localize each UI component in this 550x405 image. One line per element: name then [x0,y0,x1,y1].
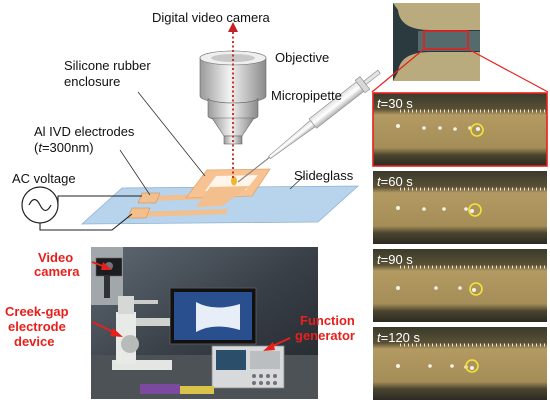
generator-label-2: generator [295,328,355,343]
electrode-pad-lower [127,207,151,219]
frame-120s: t=120 s [373,327,547,400]
zoom-line-left [371,48,425,93]
frame-label-30s: t=30 s [377,96,413,111]
enclosure-label-line1: Silicone rubber [64,58,151,73]
device-label-1: Creek-gap [5,304,69,319]
arrow-generator-head [263,342,275,351]
overview-micrograph [393,3,480,81]
frame-90s: t=90 s [373,249,547,322]
monitor-image [196,302,240,332]
camera-label: Digital video camera [152,10,271,25]
droplet [231,176,237,186]
function-generator [211,345,285,389]
optical-path-arrowhead [228,22,238,32]
ac-voltage-label: AC voltage [12,171,76,186]
micropipette [237,69,381,183]
wire-lower [39,213,133,231]
lab-photo: Video camera Creek-gap electrode device … [5,247,355,399]
micrographs: t=30 s t=60 s t=90 s [371,3,549,400]
frame-label-90s: t=90 s [377,252,413,267]
electrode-lead-lower [136,209,228,217]
yellow-circle-60s [468,203,482,217]
device-label-2: electrode [8,319,66,334]
slideglass-label: Slideglass [294,168,354,183]
arrow-device-head [110,328,123,337]
frame-label-120s: t=120 s [377,330,421,345]
micropipette-label: Micropipette [271,88,342,103]
overview-roi [423,30,469,50]
sine-wave-icon [28,198,52,212]
slide-leader [289,175,305,190]
yellow-circle-90s [469,282,483,296]
zoom-line-right [467,48,549,93]
enclosure-leader [137,91,206,177]
microscope [95,257,172,370]
device-label-3: device [14,334,54,349]
electrode-gap-strip [196,186,250,207]
yellow-circle-120s [465,359,479,373]
yellow-circle-30s [470,123,484,137]
enclosure-label-line2: enclosure [64,74,120,89]
objective-label: Objective [275,50,329,65]
setup-schematic: Digital video camera Objective Silicone … [12,10,381,231]
arrow-video-camera-head [101,262,112,270]
pipette-rack [140,384,180,394]
yellow-tray [180,386,214,394]
frame-30s: t=30 s [372,92,548,167]
frame-60s: t=60 s [373,171,547,244]
video-camera-label-1: Video [38,250,73,265]
thickness-label: (t=300nm) [34,140,94,155]
frame-label-60s: t=60 s [377,174,413,189]
electrodes-label: Al IVD electrodes [34,124,135,139]
electrodes-leader [119,149,151,196]
wire-upper [57,195,142,205]
video-camera-label-2: camera [34,264,80,279]
generator-label-1: Function [300,313,355,328]
electrode-pad-left [137,192,161,204]
